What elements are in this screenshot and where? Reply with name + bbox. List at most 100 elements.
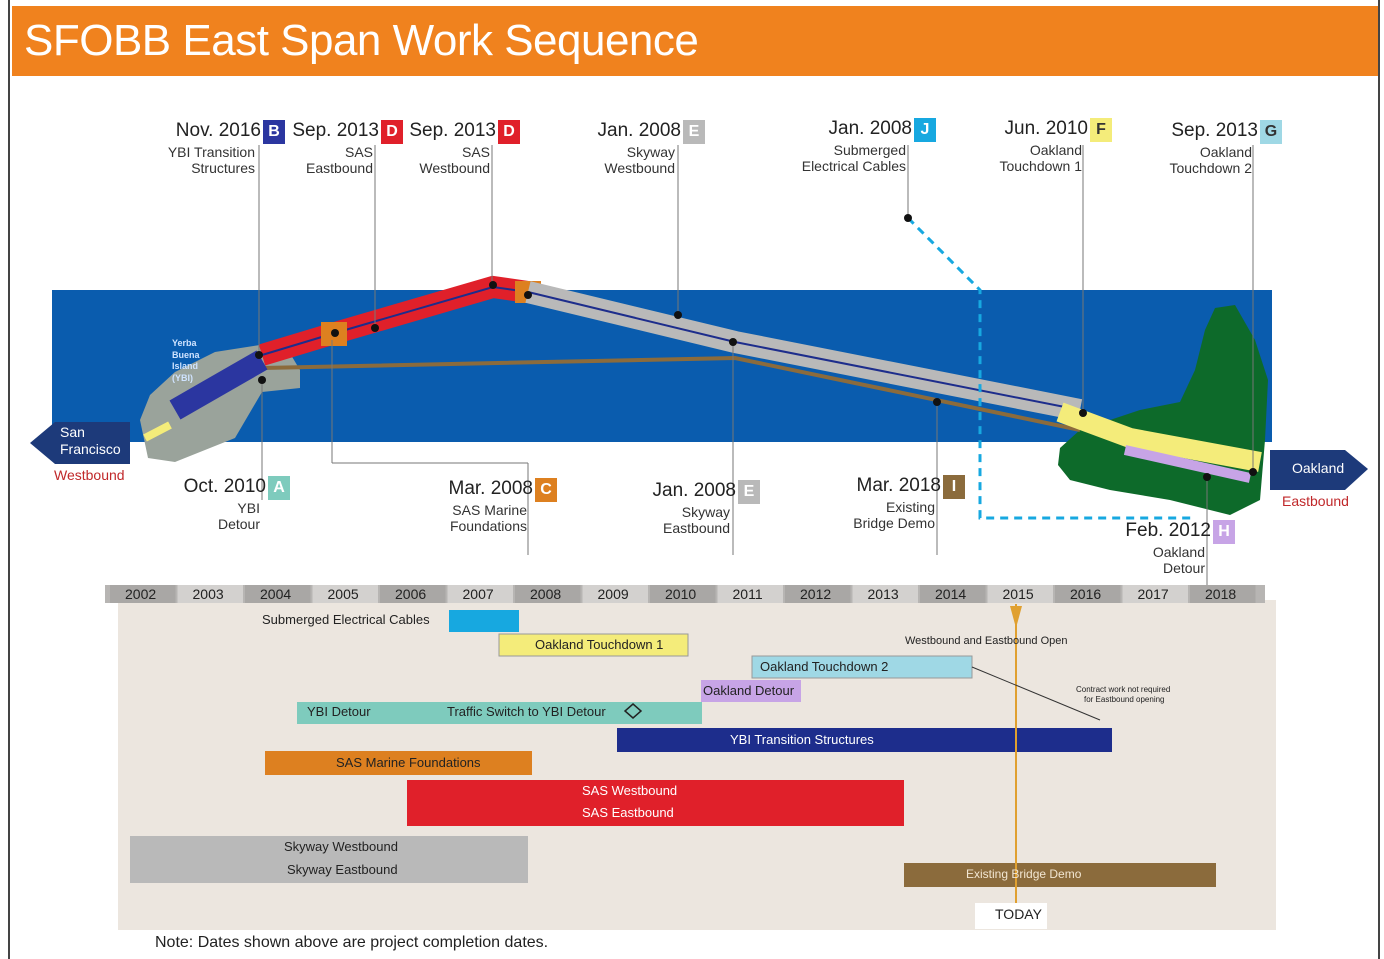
contract-note-leader: [971, 666, 1101, 721]
ybi-detour-section: [143, 421, 172, 442]
title-bar: SFOBB East Span Work Sequence: [12, 6, 1378, 76]
year-label: 2002: [125, 586, 157, 602]
oakland-arrow[interactable]: [1270, 450, 1368, 490]
label-date: Mar. 2008: [448, 478, 534, 499]
sas-centerline: [261, 285, 529, 356]
label-line: Oakland: [1152, 544, 1205, 560]
bar-skyway-westbound: [130, 836, 528, 859]
label-badge: D: [498, 120, 520, 144]
label-date: Oct. 2010: [183, 476, 266, 497]
label-line: Existing: [885, 499, 935, 515]
oakland-arrow-label: Oakland: [1292, 460, 1345, 476]
gantt-label-sas-marine: SAS Marine Foundations: [336, 755, 481, 770]
bar-submerged-cables: [449, 610, 519, 632]
bar-ybi-detour: [297, 702, 702, 724]
gantt-label-ybi-transition: YBI Transition Structures: [730, 732, 874, 747]
year-cell: [312, 585, 378, 603]
gantt-label-sas-eb: SAS Eastbound: [582, 805, 674, 820]
label-date: Jan. 2008: [652, 480, 736, 501]
location-dots: [255, 214, 1257, 481]
year-label: 2007: [462, 586, 494, 602]
label-date: Mar. 2018: [856, 475, 942, 496]
year-label: 2016: [1070, 586, 1102, 602]
year-label: 2010: [665, 586, 697, 602]
gantt-label-skyway-wb: Skyway Westbound: [284, 839, 398, 854]
label-line: Skyway: [681, 504, 730, 520]
year-cell: [920, 585, 986, 603]
label-date: Jan. 2008: [828, 118, 912, 139]
bar-sas-westbound: [407, 780, 904, 802]
year-cell: [582, 585, 648, 603]
label-line: SAS: [461, 144, 490, 160]
ybi-island: [140, 345, 300, 462]
label-line: SAS Marine: [452, 502, 527, 518]
page-frame: [8, 0, 1380, 959]
label-date: Sep. 2013: [409, 120, 496, 141]
year-label: 2009: [597, 586, 629, 602]
label-line: YBI: [237, 500, 260, 516]
ybi-transition-section: [169, 350, 268, 420]
bar-ybi-transition: [617, 728, 1112, 752]
label-badge: E: [738, 480, 760, 504]
bar-sas-marine: [265, 751, 532, 775]
year-cell: [852, 585, 918, 603]
westbound-label: Westbound: [54, 467, 125, 483]
label-line: Electrical Cables: [801, 158, 906, 175]
year-label: 2013: [867, 586, 899, 602]
label-badge: E: [683, 120, 705, 144]
label-badge: G: [1260, 120, 1282, 144]
bar-oakland-touchdown-1: [498, 633, 689, 657]
oakland-touchdown-section: [1056, 402, 1262, 472]
year-cell: [1055, 585, 1121, 603]
year-cell: [380, 585, 446, 603]
label-date: Feb. 2012: [1125, 520, 1211, 541]
label-line: YBI Transition: [167, 144, 255, 160]
label-line: Oakland: [1029, 142, 1082, 158]
label-badge: F: [1090, 118, 1112, 142]
label-badge: H: [1213, 520, 1235, 544]
label-date: Nov. 2016: [175, 120, 261, 141]
label-date: Sep. 2013: [1171, 120, 1258, 141]
label-line: SAS: [344, 144, 373, 160]
label-line: Skyway: [626, 144, 675, 160]
year-cell: [717, 585, 783, 603]
eastbound-label: Eastbound: [1282, 493, 1349, 509]
year-cell: [447, 585, 513, 603]
year-cell: [515, 585, 581, 603]
oakland-detour-section: [1123, 445, 1252, 483]
today-marker: [1010, 606, 1022, 628]
label-date: Sep. 2013: [292, 120, 379, 141]
label-date: Jan. 2008: [597, 120, 681, 141]
year-label: 2005: [327, 586, 359, 602]
year-cell: [650, 585, 716, 603]
year-cell: [177, 585, 243, 603]
label-line: Touchdown 1: [999, 158, 1082, 175]
bar-oakland-detour: [701, 680, 801, 702]
label-line: Touchdown 2: [1169, 160, 1252, 177]
year-label: 2018: [1205, 586, 1237, 602]
label-line: Eastbound: [306, 160, 373, 177]
page-title: SFOBB East Span Work Sequence: [24, 16, 699, 65]
existing-bridge-line: [261, 355, 1081, 432]
year-label: 2012: [800, 586, 832, 602]
year-label: 2015: [1002, 586, 1034, 602]
gantt-label-skyway-eb: Skyway Eastbound: [287, 862, 398, 877]
label-badge: A: [268, 476, 290, 500]
year-cells: [110, 585, 1256, 603]
sf-arrow[interactable]: [30, 422, 130, 464]
label-line: Detour: [217, 516, 260, 533]
submerged-cable-line: [906, 216, 1195, 520]
gantt-label-demo: Existing Bridge Demo: [966, 867, 1082, 881]
today-label: TODAY: [995, 906, 1042, 922]
label-line: Bridge Demo: [853, 515, 935, 532]
gantt-bars: [130, 610, 1216, 887]
